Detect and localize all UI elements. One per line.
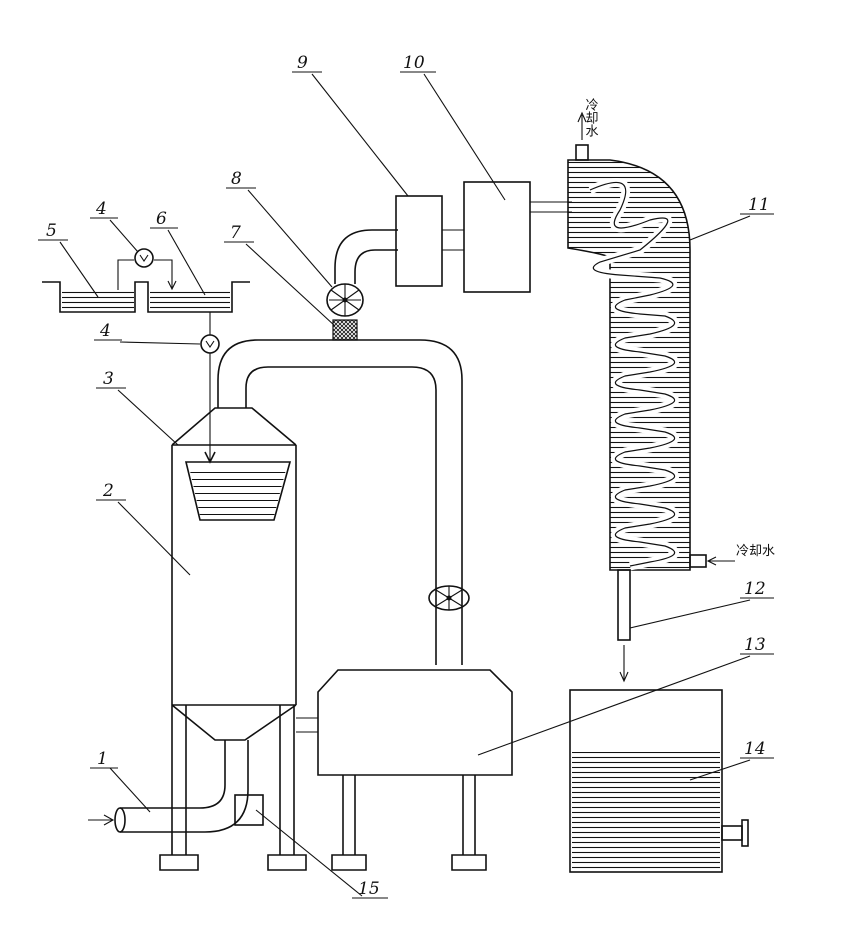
inlet-pipe: [88, 740, 249, 833]
units-9-10: [395, 181, 572, 293]
label-2: 2: [102, 481, 114, 501]
label-9: 9: [297, 53, 308, 73]
label-5: 5: [46, 221, 57, 241]
separator-13: [296, 669, 513, 871]
feed-pump-icon: [200, 334, 220, 354]
cooling-water-out-text: 冷却水: [583, 98, 599, 137]
condenser: [567, 111, 735, 683]
cooling-water-in-text: 冷却水: [736, 544, 775, 559]
feed-line: [200, 312, 220, 464]
label-14: 14: [744, 739, 766, 759]
receiver-liquid: [572, 752, 720, 870]
cooling-water-out-label: 冷却水: [583, 98, 599, 137]
label-1: 1: [97, 749, 108, 769]
receiver-tank: [569, 689, 749, 873]
label-15: 15: [358, 879, 380, 899]
tank-6-liquid: [150, 290, 230, 310]
feed-tanks: [42, 248, 250, 313]
tank-5-liquid: [62, 290, 134, 310]
label-12: 12: [744, 579, 766, 599]
label-3: 3: [103, 369, 114, 389]
label-11: 11: [748, 195, 770, 215]
unit-10: [463, 181, 531, 293]
discharge-15: [234, 794, 264, 826]
label-4-pump-feed: 4: [99, 321, 111, 341]
fan-branch: [326, 229, 398, 341]
label-13: 13: [744, 635, 766, 655]
label-10: 10: [403, 53, 425, 73]
filter-7: [332, 319, 358, 341]
drying-tower: [159, 407, 307, 871]
leaders: [38, 71, 774, 899]
label-8: 8: [231, 169, 242, 189]
label-4-pump-top: 4: [95, 199, 107, 219]
circulation-pump-icon: [134, 248, 154, 268]
condenser-coil: [589, 181, 676, 567]
label-6: 6: [156, 209, 167, 229]
label-7: 7: [230, 223, 241, 243]
number-labels: 1 2 3 4 5 6 4 7 8 9 10 11 12 13 14 15: [46, 53, 770, 899]
unit-9: [395, 195, 443, 287]
